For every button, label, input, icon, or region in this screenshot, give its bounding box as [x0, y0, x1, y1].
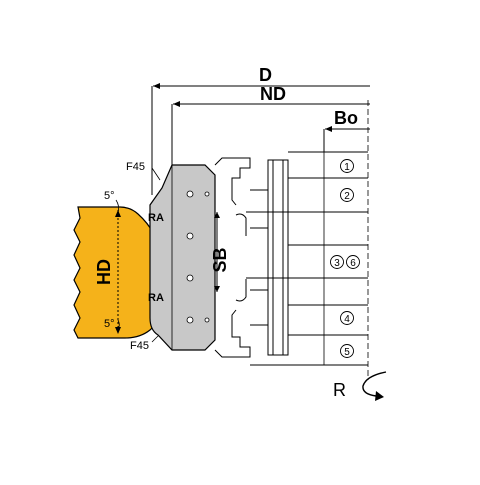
- rotation-arrow-icon: [362, 371, 387, 397]
- svg-text:3: 3: [334, 258, 340, 269]
- svg-text:4: 4: [344, 314, 350, 325]
- position-marker-1: 1: [340, 159, 354, 173]
- dimension-d-label: D: [259, 65, 272, 85]
- dimension-nd-label: ND: [260, 84, 286, 104]
- svg-text:1: 1: [344, 162, 350, 173]
- position-marker-2: 2: [340, 188, 354, 202]
- position-marker-3: 3: [330, 255, 344, 269]
- dimension-sb: SB: [210, 212, 230, 292]
- svg-text:5: 5: [344, 347, 350, 358]
- position-markers: 1 2 3 6 4 5: [330, 159, 360, 358]
- dimension-sb-label: SB: [210, 247, 230, 272]
- chamfer-top-label: F45: [126, 161, 145, 173]
- angle-bottom-arc: [116, 319, 120, 331]
- position-marker-5: 5: [340, 344, 354, 358]
- radius-bottom-label: RA: [148, 292, 164, 304]
- tool-body: RA RA: [148, 164, 216, 351]
- dimension-bo: Bo: [323, 108, 370, 152]
- dimension-nd: ND: [171, 84, 370, 165]
- chamfer-bottom-label: F45: [130, 340, 149, 352]
- workpiece-profile: [73, 206, 161, 339]
- angle-top-arc: [115, 199, 120, 214]
- position-marker-6: 6: [346, 255, 360, 269]
- rotation-label: R: [333, 380, 346, 400]
- angle-bottom-label: 5°: [104, 318, 115, 330]
- cutter-stack: [214, 100, 369, 380]
- workpiece: HD: [73, 206, 161, 339]
- svg-text:2: 2: [344, 191, 350, 202]
- position-marker-4: 4: [340, 311, 354, 325]
- angle-top-label: 5°: [104, 190, 115, 202]
- tool-body-shape: [149, 164, 216, 351]
- dimension-hd-label: HD: [94, 259, 114, 285]
- dimension-d: D: [151, 65, 370, 195]
- dimension-bo-label: Bo: [334, 108, 358, 128]
- svg-text:6: 6: [350, 258, 356, 269]
- radius-top-label: RA: [148, 212, 164, 224]
- rotation-indicator: R: [333, 371, 387, 401]
